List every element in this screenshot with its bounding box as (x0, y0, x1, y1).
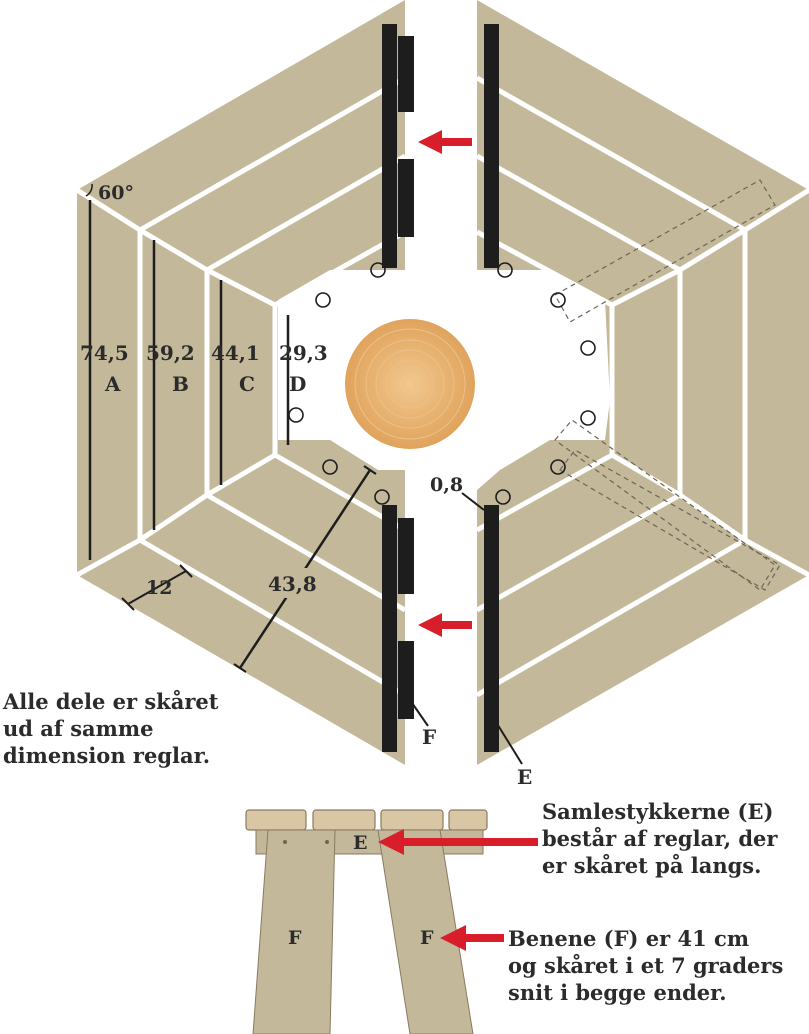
right-beam-e-bottom (484, 505, 499, 752)
left-bench-half (75, 0, 414, 765)
left-beam-e-top (382, 24, 397, 268)
dim-b-value: 59,2 (146, 341, 195, 365)
callout-f-top: F (422, 725, 436, 749)
note-legs-f: Benene (F) er 41 cm og skåret i et 7 gra… (508, 925, 783, 1006)
left-beam-e-bottom (382, 505, 397, 752)
angle-arc (85, 183, 93, 197)
note-left-line-3: dimension reglar. (3, 743, 211, 768)
width-dimension: 12 (121, 564, 193, 611)
dim-c-letter: C (239, 372, 255, 396)
right-half-boards (477, 0, 809, 765)
dim-a-value: 74,5 (80, 341, 129, 365)
callout-e-top: E (517, 765, 532, 789)
angle-label: 60° (98, 182, 134, 204)
side-leg-left (252, 829, 336, 1034)
gap-dimension: 0,8 (430, 474, 485, 511)
side-label-f-right: F (420, 927, 434, 949)
side-label-f-left: F (288, 927, 302, 949)
side-label-e: E (353, 832, 367, 854)
dim-d-value: 29,3 (279, 341, 328, 365)
note-e-line-2: består af reglar, der (542, 826, 778, 851)
note-beam-e: Samlestykkerne (E) består af reglar, der… (542, 798, 777, 879)
side-arrows (378, 829, 538, 951)
left-dimension-lines (88, 200, 290, 560)
dimension-labels: 74,5 A 59,2 B 44,1 C 29,3 D (80, 341, 328, 396)
tree-trunk (345, 319, 475, 449)
note-f-line-3: snit i begge ender. (508, 980, 727, 1005)
left-leg-f-4 (398, 641, 414, 719)
dim-c-value: 44,1 (211, 341, 260, 365)
seat-boards (245, 809, 488, 831)
note-e-line-3: er skåret på langs. (542, 853, 762, 878)
note-same-dimension: Alle dele er skåret ud af samme dimensio… (3, 688, 218, 769)
dim-d-letter: D (289, 372, 306, 396)
diagonal-dimension: 43,8 (233, 465, 377, 673)
note-left-line-1: Alle dele er skåret (3, 689, 219, 714)
right-beam-e-top (484, 24, 499, 268)
left-leg-f-3 (398, 518, 414, 594)
right-inner-opening (477, 270, 610, 490)
left-leg-f-2 (398, 159, 414, 237)
right-bench-half (475, 0, 809, 765)
top-part-callouts: F E (409, 699, 532, 789)
dim-a-letter: A (104, 372, 121, 396)
left-leg-f-1 (398, 36, 414, 112)
right-dashed-legs (554, 179, 781, 591)
gap-label: 0,8 (430, 474, 463, 496)
diagonal-label: 43,8 (268, 572, 317, 596)
side-leg-right (377, 829, 474, 1034)
side-view: E F F (245, 809, 538, 1034)
red-arrows-top (418, 130, 472, 637)
note-left-line-2: ud af samme (3, 716, 154, 741)
left-screw-holes (288, 262, 390, 505)
dim-b-letter: B (172, 372, 189, 396)
right-screw-holes (495, 262, 596, 505)
note-e-line-1: Samlestykkerne (E) (542, 799, 774, 824)
right-board-gaps (475, 75, 809, 698)
note-f-line-1: Benene (F) er 41 cm (508, 926, 750, 951)
note-f-line-2: og skåret i et 7 graders (508, 953, 784, 978)
width-label: 12 (146, 577, 172, 599)
